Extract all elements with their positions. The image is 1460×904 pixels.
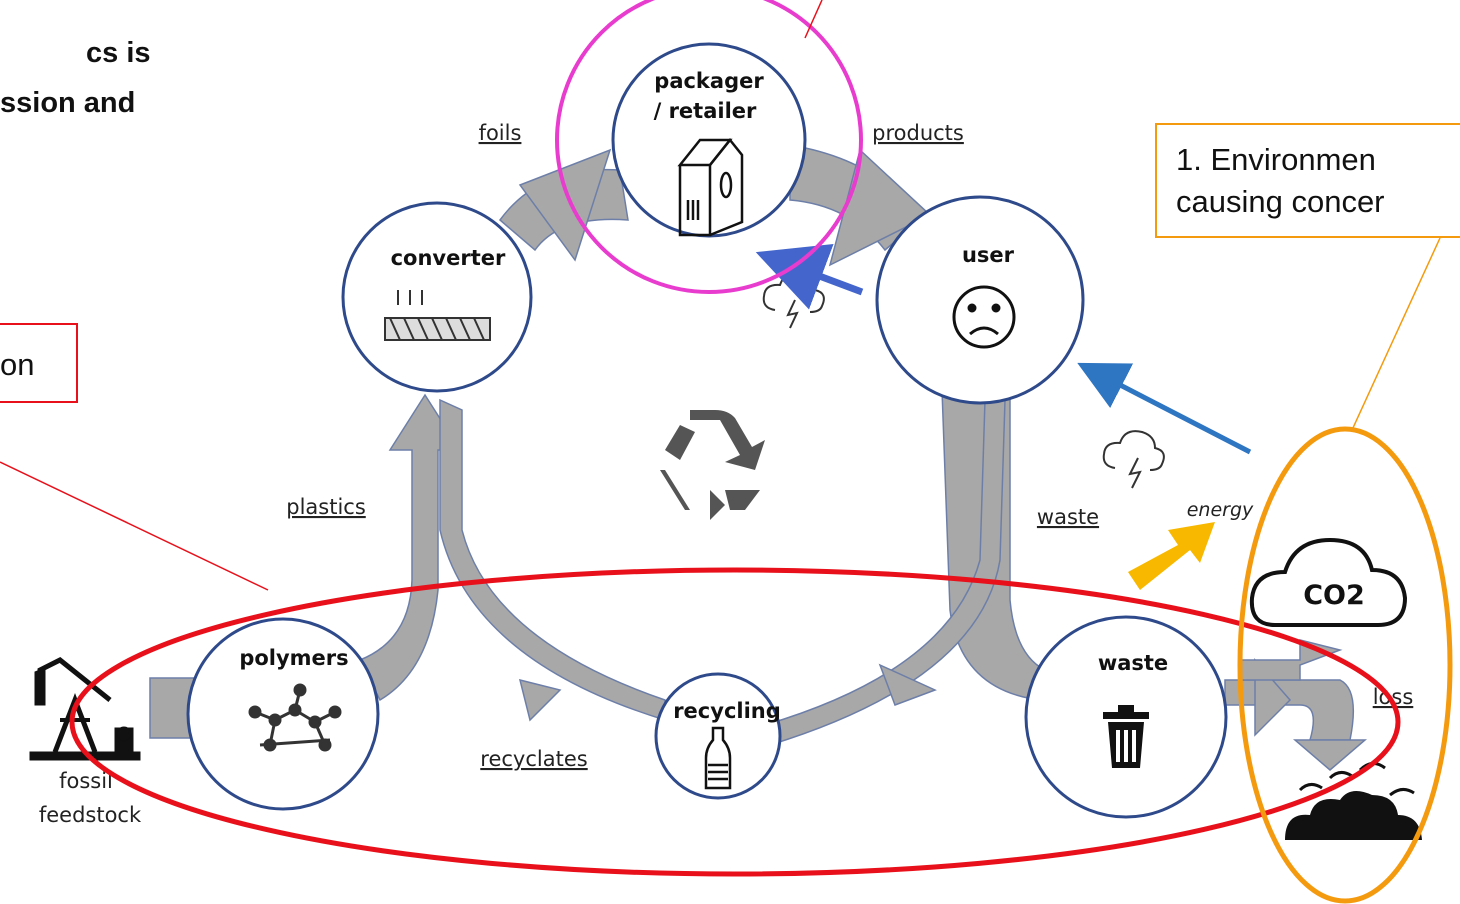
- highlight-ellipse-orange: [1237, 426, 1453, 904]
- right-callout-line2: causing concer: [1176, 184, 1385, 219]
- packager-title-line2: / retailer: [654, 99, 757, 123]
- feedstock-label-line2: feedstock: [39, 803, 142, 827]
- oil-pump-icon: [29, 657, 141, 761]
- node-polymers: polymers: [186, 617, 380, 811]
- storm-cloud-icon-lower: [1102, 430, 1165, 489]
- storm-cloud-icon-upper: [762, 272, 825, 329]
- converter-title: converter: [391, 246, 506, 270]
- node-waste: waste: [1024, 615, 1228, 819]
- molecule-icon: [248, 683, 342, 752]
- extruder-icon: [384, 290, 491, 341]
- node-packager: packager / retailer: [611, 42, 807, 238]
- flow-label-foils: foils: [479, 121, 522, 145]
- bottle-icon: [704, 726, 732, 790]
- pointer-line-right-callout: [1351, 237, 1441, 431]
- user-title: user: [962, 243, 1015, 267]
- flow-label-recyclates: recyclates: [480, 747, 587, 771]
- flow-label-plastics: plastics: [286, 495, 366, 519]
- yellow-energy-arrow: [1128, 522, 1215, 590]
- right-callout-box: 1. Environmen causing concer: [1155, 123, 1460, 238]
- feedstock-label-line1: fossil: [59, 769, 113, 793]
- polymers-title: polymers: [239, 646, 348, 670]
- flow-recycle-right-arrowhead: [878, 663, 937, 706]
- blue-arrow-co2-to-user: [1077, 362, 1252, 455]
- node-recycling: recycling: [654, 672, 782, 800]
- highlight-circle-packager: [555, 0, 863, 294]
- flow-label-energy: energy: [1187, 499, 1254, 521]
- co2-cloud-icon: CO2: [1249, 537, 1408, 627]
- highlight-ellipse-red: [69, 567, 1401, 877]
- left-callout-box: on: [0, 323, 78, 403]
- left-callout-text: on: [0, 347, 34, 382]
- recycle-icon: [660, 410, 765, 520]
- flow-label-products: products: [872, 121, 964, 145]
- right-callout-line1: 1. Environmen: [1176, 142, 1376, 177]
- packager-title-line1: packager: [654, 69, 764, 93]
- flow-co2-band: [1239, 639, 1343, 681]
- flow-recyclates-arrowhead: [518, 678, 562, 722]
- node-converter: converter: [341, 201, 533, 393]
- flow-recycle-left-band: [439, 398, 666, 722]
- heading-line1: cs is: [86, 37, 151, 69]
- trash-bin-icon: [1103, 705, 1149, 768]
- flow-loss-arrowhead: [1292, 739, 1368, 771]
- heading-line2: ssion and: [0, 87, 135, 119]
- flow-label-waste: waste: [1037, 505, 1099, 529]
- node-user: user: [875, 195, 1085, 405]
- milk-carton-icon: [677, 137, 744, 237]
- sad-face-icon: [952, 285, 1016, 349]
- recycling-title: recycling: [673, 699, 781, 723]
- waste-title: waste: [1098, 651, 1168, 675]
- pointer-line-packager: [804, 0, 823, 39]
- flow-foils-arrowhead: [518, 148, 612, 262]
- pointer-line-left-callout: [0, 461, 269, 591]
- co2-label: CO2: [1303, 580, 1365, 611]
